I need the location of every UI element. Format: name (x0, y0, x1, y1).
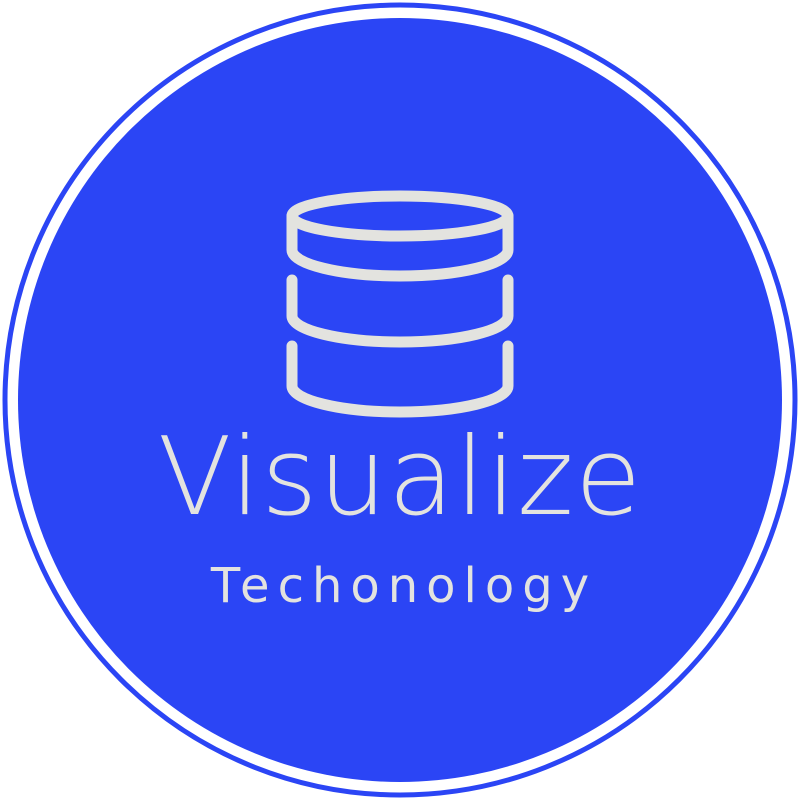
brand-tagline: Techonology (210, 558, 598, 614)
brand-name: Visualize (157, 415, 643, 540)
badge-circle (18, 18, 782, 782)
database-icon (286, 190, 514, 418)
